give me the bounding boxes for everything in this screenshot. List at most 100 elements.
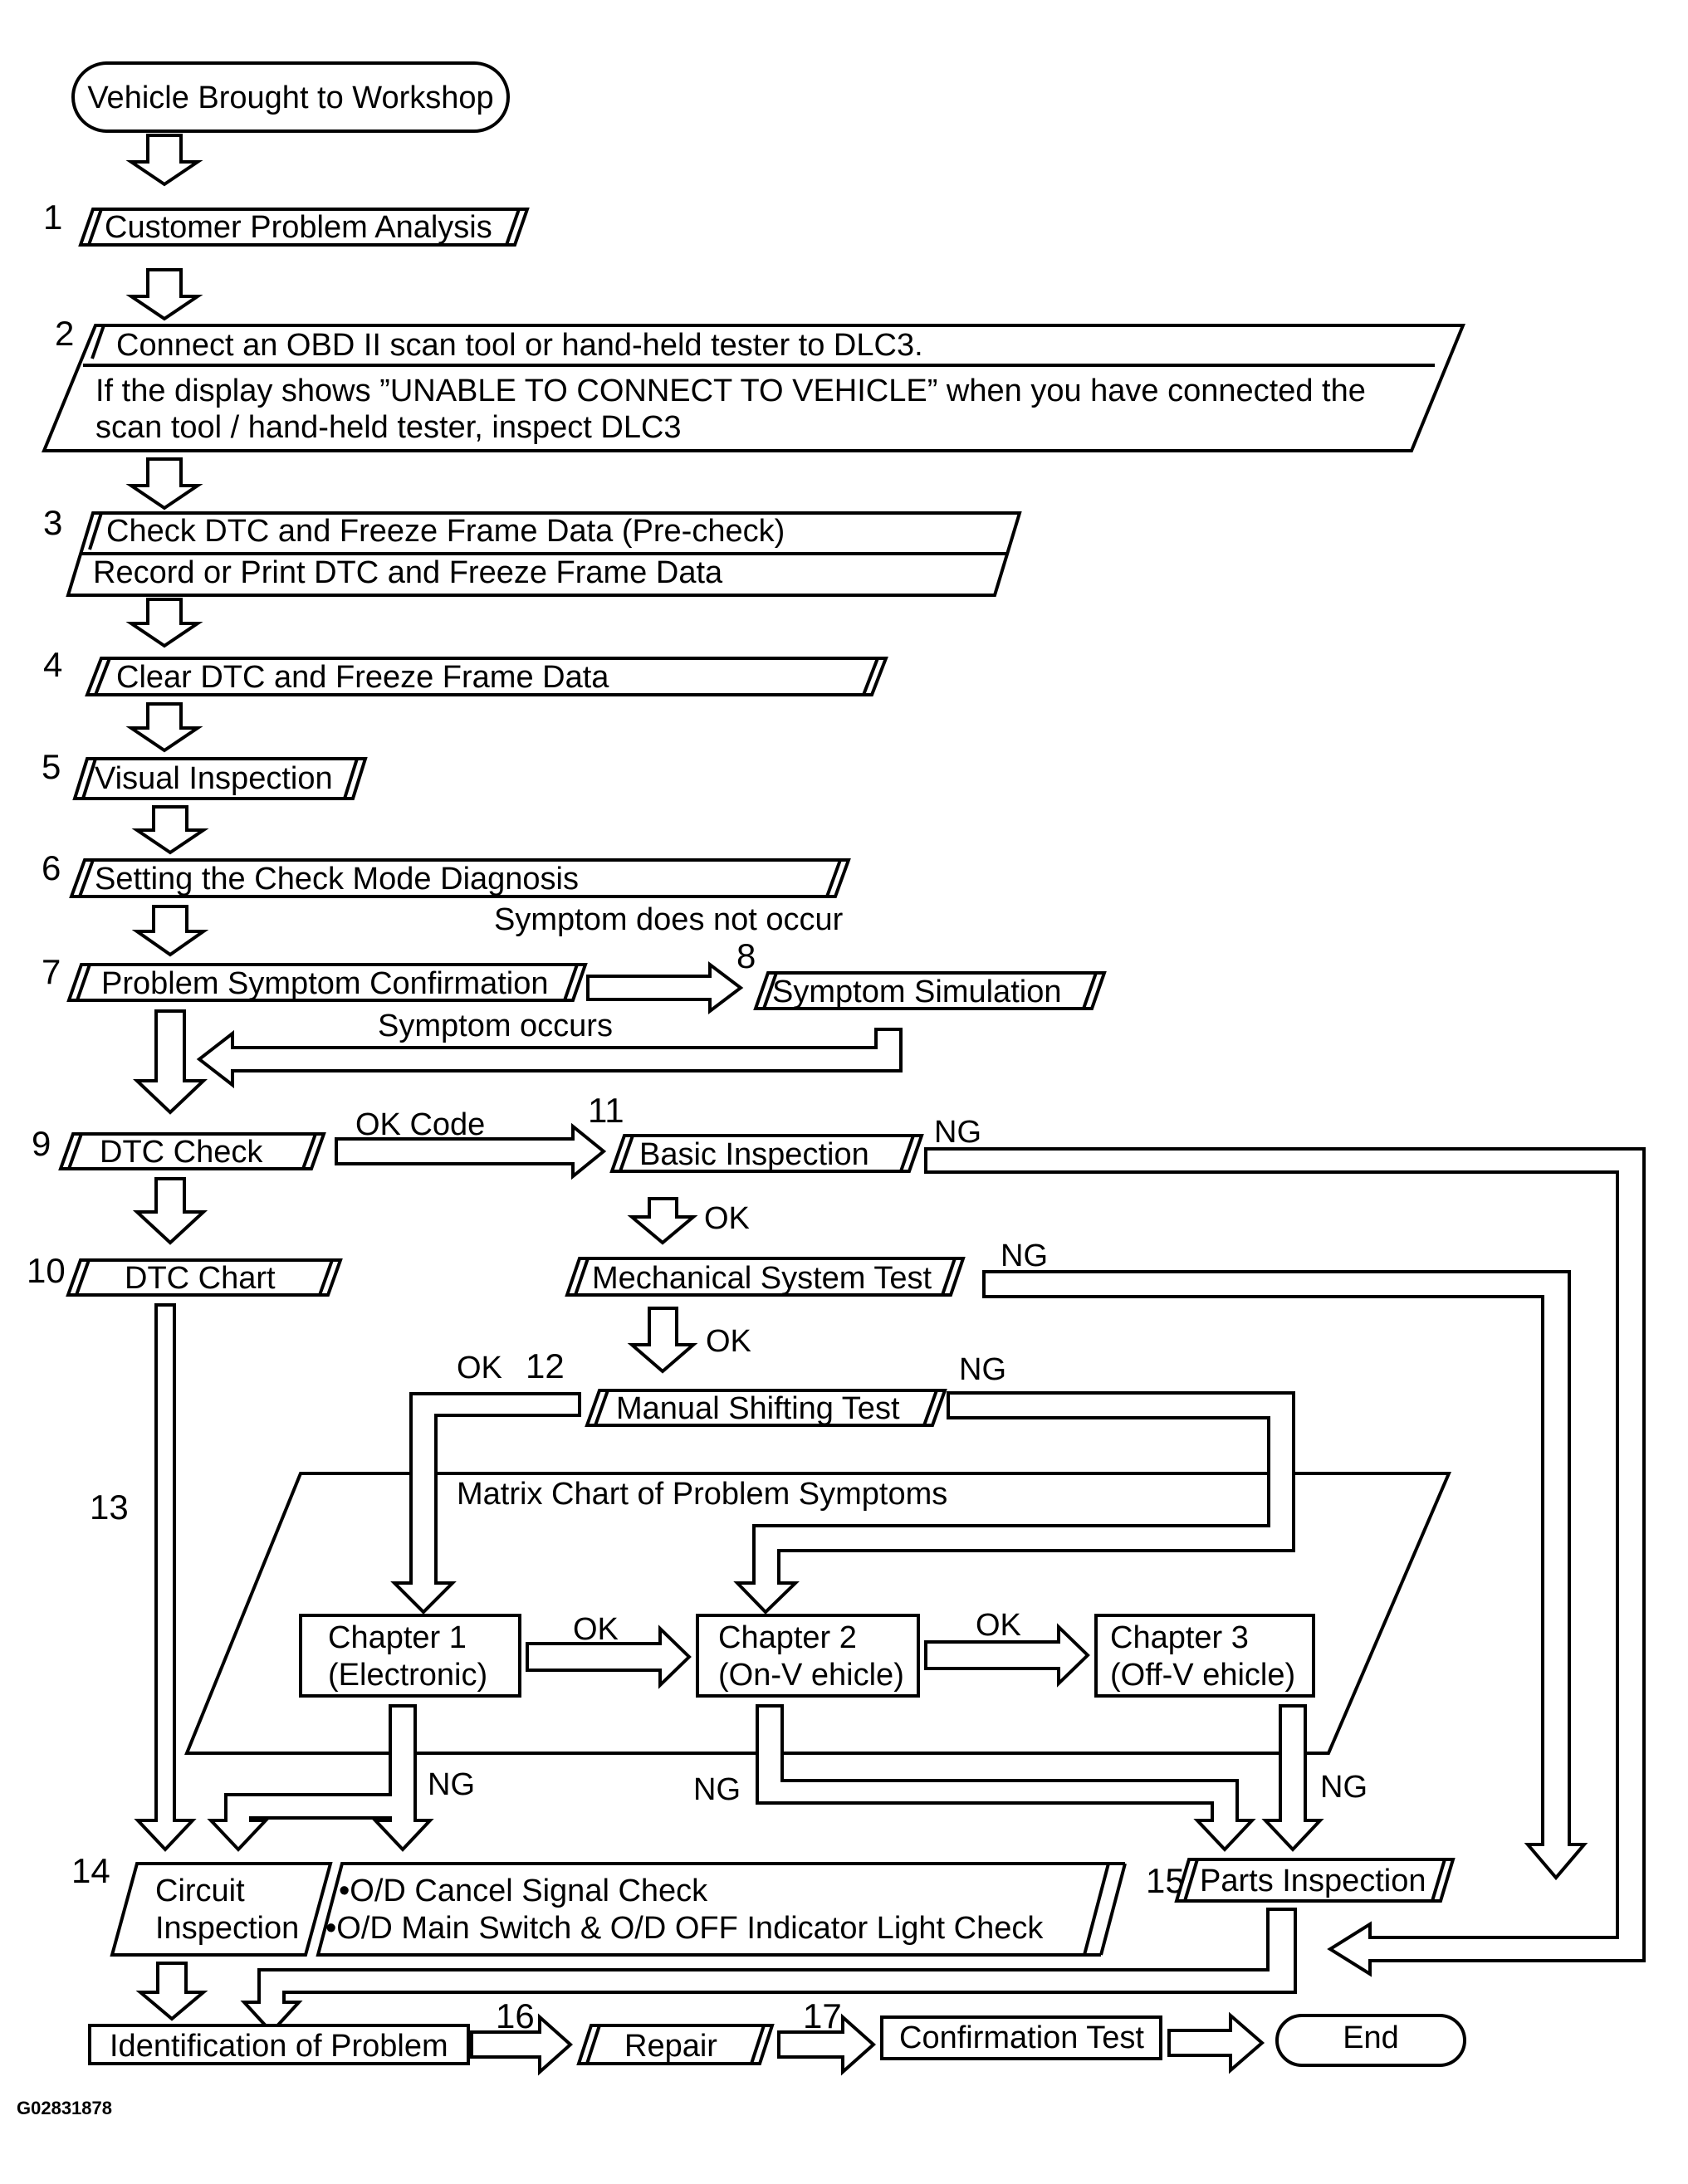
chapter-3-line2: (Off-V ehicle) (1110, 1658, 1295, 1693)
step-12-label: Manual Shifting Test (616, 1391, 900, 1426)
mechanical-system-test-label: Mechanical System Test (592, 1261, 932, 1296)
confirmation-test-box (880, 2015, 1162, 2060)
step-8-label: Symptom Simulation (772, 975, 1061, 1009)
mechanical-system-test-box (565, 1257, 966, 1297)
label-ok: OK (976, 1608, 1021, 1643)
chapter-2-line2: (On-V ehicle) (718, 1658, 904, 1693)
step-14-check-1: •O/D Cancel Signal Check (339, 1874, 708, 1908)
step-9-box (58, 1132, 326, 1170)
down-arrow (131, 905, 209, 957)
down-arrow (627, 1197, 698, 1245)
label-ok-code: OK Code (355, 1107, 485, 1142)
right-arrow (526, 1625, 692, 1689)
down-arrow (125, 134, 203, 187)
step-2-line1: Connect an OBD II scan tool or hand-held… (116, 328, 923, 363)
label-symptom-does-not-occur: Symptom does not occur (494, 902, 844, 937)
down-arrow (125, 268, 203, 321)
down-arrow (125, 702, 203, 753)
step-number-9: 9 (32, 1124, 51, 1163)
down-arrow (627, 1307, 698, 1374)
label-symptom-occurs: Symptom occurs (378, 1009, 613, 1043)
start-label: Vehicle Brought to Workshop (87, 81, 493, 115)
step-14-line2: Inspection (155, 1911, 299, 1946)
step-8-box (753, 971, 1107, 1010)
label-ok: OK (457, 1351, 502, 1385)
down-arrow (125, 598, 203, 648)
step-2-box (42, 324, 1465, 452)
end-label: End (1343, 2020, 1399, 2055)
step-number-4: 4 (43, 645, 62, 684)
label-ok: OK (573, 1612, 619, 1647)
end-terminal (1275, 2014, 1466, 2067)
ng-rail-arrow (982, 1270, 1588, 1881)
down-arrow (131, 805, 209, 855)
chapter-3-box (1094, 1614, 1315, 1698)
label-ng: NG (1320, 1770, 1368, 1805)
label-ng: NG (959, 1352, 1006, 1387)
step-11-label: Basic Inspection (639, 1137, 869, 1172)
ng-arrow (207, 1704, 434, 1852)
confirmation-test-label: Confirmation Test (899, 2020, 1144, 2055)
step-3-line2: Record or Print DTC and Freeze Frame Dat… (93, 555, 723, 590)
down-arrow (132, 1177, 208, 1245)
repair-label: Repair (624, 2029, 717, 2064)
step-number-16: 16 (496, 1996, 535, 2035)
ng-arrow (756, 1704, 1256, 1852)
down-arrow (132, 1009, 208, 1115)
label-ng: NG (693, 1772, 741, 1807)
chapter-3-line1: Chapter 3 (1110, 1620, 1249, 1655)
step-10-box (66, 1258, 343, 1297)
return-arrow (196, 1028, 903, 1089)
step-9-label: DTC Check (100, 1135, 263, 1170)
ng-arrow (1261, 1704, 1324, 1852)
identification-label: Identification of Problem (110, 2029, 448, 2064)
down-arrow (125, 457, 203, 511)
ok-arrow (390, 1392, 581, 1615)
step-number-17: 17 (803, 1996, 842, 2035)
step-number-6: 6 (42, 848, 61, 887)
figure-id: G02831878 (17, 2098, 112, 2118)
step-number-5: 5 (42, 747, 61, 786)
step-6-label: Setting the Check Mode Diagnosis (95, 862, 579, 897)
label-ok: OK (704, 1201, 750, 1236)
label-ng: NG (1001, 1239, 1048, 1273)
step-number-11: 11 (588, 1091, 624, 1130)
step-number-10: 10 (27, 1251, 66, 1290)
label-ng: NG (934, 1115, 981, 1150)
step-number-7: 7 (42, 952, 61, 991)
step-2-line2: If the display shows ”UNABLE TO CONNECT … (95, 374, 1366, 408)
step-15-label: Parts Inspection (1200, 1864, 1426, 1898)
chapter-2-box (696, 1614, 920, 1698)
step-3-line1: Check DTC and Freeze Frame Data (Pre-che… (106, 514, 785, 549)
step-4-box (85, 657, 888, 696)
step-15-box (1174, 1858, 1456, 1903)
step-1-label: Customer Problem Analysis (105, 210, 492, 245)
ng-arrow (733, 1391, 1295, 1615)
step-1-box (78, 208, 530, 247)
step-14-box (110, 1862, 333, 1957)
ng-rail-arrow (924, 1147, 1646, 1977)
right-arrow (777, 2013, 877, 2076)
label-ok: OK (706, 1324, 751, 1359)
step-10-label: DTC Chart (125, 1261, 276, 1296)
right-arrow (586, 960, 744, 1015)
identification-box (88, 2024, 470, 2065)
chapter-1-box (299, 1614, 521, 1698)
step-6-box (69, 858, 851, 898)
chapter-1-line2: (Electronic) (328, 1658, 487, 1693)
step-7-box (66, 963, 588, 1002)
parts-return-arrow (240, 1908, 1297, 2035)
chapter-2-line1: Chapter 2 (718, 1620, 857, 1655)
step-number-8: 8 (736, 936, 756, 975)
step-5-label: Visual Inspection (95, 761, 333, 796)
step-number-2: 2 (55, 314, 74, 353)
step-12-box (585, 1389, 947, 1427)
step-14-line1: Circuit (155, 1874, 245, 1908)
step-4-label: Clear DTC and Freeze Frame Data (116, 660, 609, 695)
step-number-1: 1 (43, 198, 62, 237)
down-arrow (135, 1962, 208, 2021)
chapter-1-line1: Chapter 1 (328, 1620, 467, 1655)
right-arrow (470, 2013, 574, 2076)
matrix-chart-frame (184, 1472, 1452, 1755)
